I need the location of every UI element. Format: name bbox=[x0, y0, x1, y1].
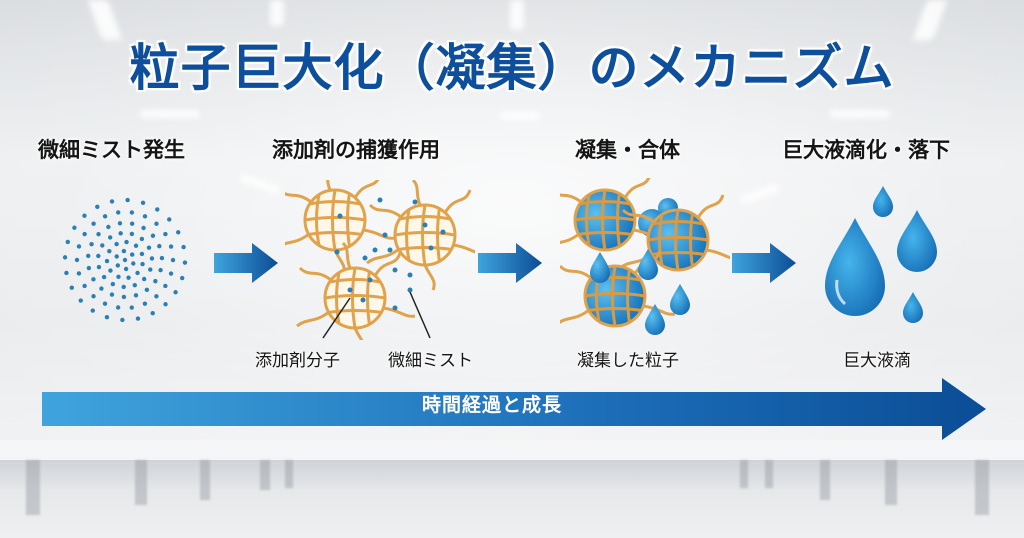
timeline-arrow-icon bbox=[42, 378, 986, 440]
page-title: 粒子巨大化（凝集）のメカニズム bbox=[129, 39, 895, 97]
aggregated-particle-label: 凝集した粒子 bbox=[577, 351, 679, 371]
large-droplet-label: 巨大液滴 bbox=[843, 351, 911, 371]
additive-molecule-icon bbox=[285, 180, 475, 340]
step-1-label: 微細ミスト発生 bbox=[38, 138, 185, 162]
step-4-label: 巨大液滴化・落下 bbox=[782, 138, 950, 162]
arrow-right-icon bbox=[732, 243, 796, 283]
step-2-label: 添加剤の捕獲作用 bbox=[272, 138, 440, 162]
arrow-right-icon bbox=[478, 243, 542, 283]
aggregated-particle-icon bbox=[560, 178, 730, 335]
step-3-label: 凝集・合体 bbox=[575, 138, 680, 162]
water-droplet-icon bbox=[825, 186, 937, 323]
arrow-right-icon bbox=[214, 243, 278, 283]
additive-molecule-label: 添加剤分子 bbox=[255, 351, 340, 371]
fine-mist-label: 微細ミスト bbox=[388, 351, 473, 371]
mist-cloud-icon bbox=[62, 197, 188, 323]
timeline-label: 時間経過と成長 bbox=[421, 394, 562, 416]
